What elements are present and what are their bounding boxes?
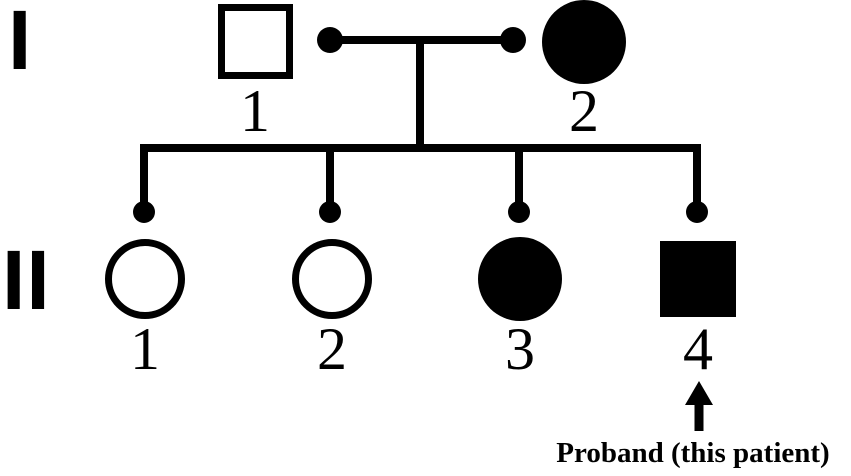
- individual-II-1-symbol-unaffected-female: [105, 239, 185, 319]
- couple-dot-right: [500, 27, 526, 53]
- individual-II-3-label: 3: [505, 316, 535, 382]
- individual-II-4-symbol-affected-male-proband: [660, 241, 736, 317]
- sibling-drop-line-II-4: [693, 148, 701, 212]
- sibling-dot-II-1: [133, 201, 155, 223]
- couple-dot-left: [317, 27, 343, 53]
- individual-II-3-symbol-affected-female: [478, 237, 562, 321]
- individual-II-4-label: 4: [683, 316, 713, 382]
- sibling-dot-II-3: [508, 201, 530, 223]
- individual-I-1-symbol-unaffected-male: [218, 4, 293, 79]
- sibling-drop-line-II-2: [326, 148, 334, 212]
- individual-II-2-symbol-unaffected-female: [292, 239, 372, 319]
- individual-I-2-label: 2: [569, 78, 599, 144]
- sibling-drop-line-II-1: [140, 148, 148, 212]
- proband-arrow-icon: [685, 381, 713, 436]
- sibling-dot-II-4: [686, 201, 708, 223]
- generation-label-I: I: [8, 0, 33, 87]
- proband-label: Proband (this patient): [556, 437, 830, 469]
- individual-II-2-label: 2: [317, 316, 347, 382]
- sibling-dot-II-2: [319, 201, 341, 223]
- individual-I-2-symbol-affected-female: [542, 0, 626, 84]
- parents-descent-line: [416, 36, 424, 152]
- individual-II-1-label: 1: [130, 316, 160, 382]
- generation-label-II: II: [2, 233, 51, 327]
- individual-I-1-label: 1: [240, 78, 270, 144]
- sibship-line: [140, 144, 701, 152]
- sibling-drop-line-II-3: [515, 148, 523, 212]
